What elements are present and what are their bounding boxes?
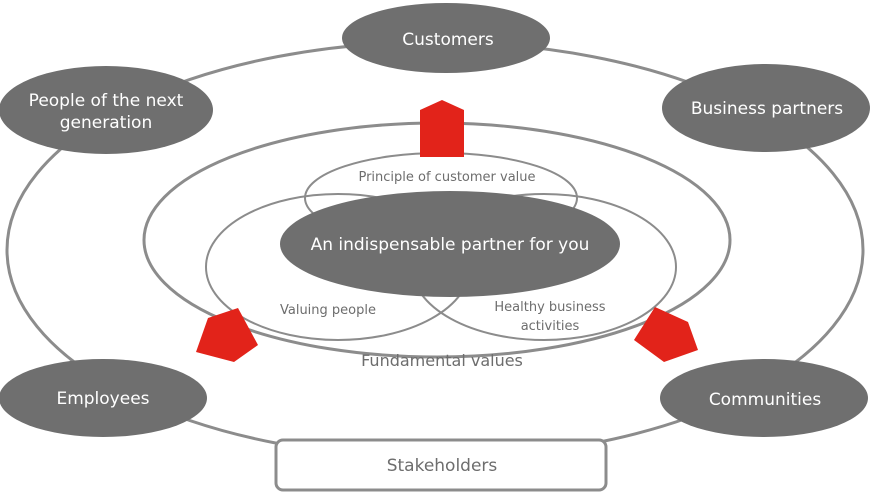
fundamental-values-label: Fundamental values bbox=[361, 351, 523, 370]
healthy-business-label-line1: Healthy business bbox=[494, 300, 605, 315]
communities-label: Communities bbox=[709, 390, 822, 410]
next-generation-label-line2: generation bbox=[60, 113, 152, 133]
center-label: An indispensable partner for you bbox=[311, 235, 590, 255]
employees-label: Employees bbox=[56, 389, 149, 409]
next-generation-label-line1: People of the next bbox=[29, 91, 184, 111]
arrow-up-icon bbox=[420, 100, 464, 157]
stakeholders-box bbox=[274, 438, 608, 492]
business-partners-node bbox=[662, 64, 870, 152]
arrow-left-icon bbox=[196, 308, 258, 362]
next-generation-node bbox=[0, 66, 213, 154]
employees-node bbox=[0, 359, 207, 437]
arrow-right-icon bbox=[634, 307, 698, 362]
customers-label: Customers bbox=[402, 30, 494, 50]
customers-node bbox=[342, 3, 550, 73]
healthy-business-label-line2: activities bbox=[521, 319, 580, 334]
center-ellipse bbox=[280, 191, 620, 297]
stakeholders-label: Stakeholders bbox=[387, 456, 498, 476]
principle-customer-value-label: Principle of customer value bbox=[358, 170, 535, 185]
valuing-people-label: Valuing people bbox=[280, 303, 376, 318]
business-partners-label: Business partners bbox=[691, 99, 843, 119]
communities-node bbox=[660, 359, 868, 437]
